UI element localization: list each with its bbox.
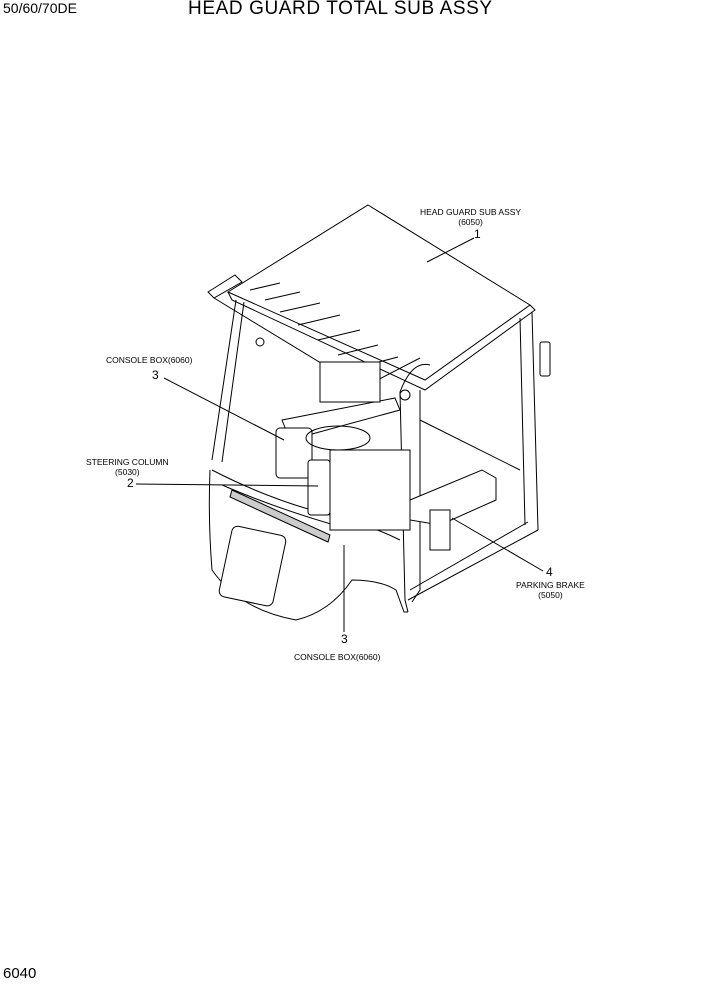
model-label: 50/60/70DE (3, 0, 77, 16)
callout-steering-label: STEERING COLUMN(5030) (86, 457, 169, 477)
callout-console-upper-number: 3 (152, 368, 159, 382)
callout-console-upper-label: CONSOLE BOX(6060) (106, 355, 193, 365)
callout-console-lower-number: 3 (341, 632, 348, 646)
callout-steering-number: 2 (127, 476, 134, 490)
page-number: 6040 (3, 965, 37, 982)
callout-console-lower-label: CONSOLE BOX(6060) (294, 652, 381, 662)
console-body-drawing (208, 337, 497, 621)
callout-head-guard-label: HEAD GUARD SUB ASSY(6050) (420, 207, 522, 227)
leader-lines (135, 237, 544, 632)
callout-parking-number: 4 (546, 565, 553, 579)
page-title: HEAD GUARD TOTAL SUB ASSY (188, 0, 493, 19)
callout-parking-label: PARKING BRAKE(5050) (516, 580, 585, 600)
callout-head-guard-number: 1 (474, 227, 481, 241)
